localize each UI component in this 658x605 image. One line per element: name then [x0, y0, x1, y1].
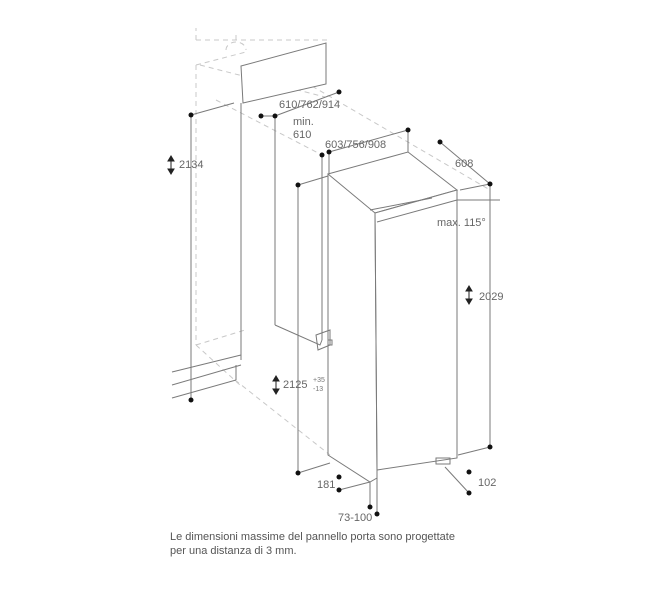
niche-height-tol-minus: -13: [313, 386, 324, 393]
total-height-label: 2134: [179, 159, 204, 171]
min-value-label: 610: [293, 129, 312, 141]
dim-dot: [188, 112, 194, 118]
dim-dot: [374, 511, 380, 517]
dim-dot: [466, 469, 472, 475]
panel-width-label: 610/762/914: [279, 99, 341, 111]
solid-lines: [171, 42, 500, 513]
dim-dot: [272, 113, 278, 119]
caption-line-1: Le dimensioni massime del pannello porta…: [170, 531, 455, 543]
depth-label: 608: [455, 158, 474, 170]
foot-height-label: 102: [478, 477, 497, 489]
dim-dot: [295, 182, 301, 188]
min-label: min.: [293, 116, 314, 128]
dim-dot: [295, 470, 301, 476]
dim-dot: [326, 149, 332, 155]
arrow-2125: [272, 375, 280, 395]
appliance-height-label: 2029: [479, 291, 504, 303]
dim-dot: [487, 181, 493, 187]
arrow-2029: [465, 285, 473, 305]
dim-dot: [437, 139, 443, 145]
dim-dot: [405, 127, 411, 133]
dimension-dots: [188, 89, 493, 517]
dim-dot: [258, 113, 264, 119]
dim-dot: [487, 444, 493, 450]
height-arrows: [167, 155, 473, 395]
dim-dot: [336, 474, 342, 480]
dim-dot: [336, 89, 342, 95]
niche-height-tol-plus: +35: [313, 377, 325, 384]
dim-dot: [466, 490, 472, 496]
plinth-offset-label: 73-100: [338, 512, 373, 524]
dim-dot: [367, 504, 373, 510]
niche-width-label: 603/756/908: [325, 139, 387, 151]
arrow-2134: [167, 155, 175, 175]
plinth-depth-label: 181: [317, 479, 336, 491]
dim-dot: [319, 152, 325, 158]
dim-dot: [336, 487, 342, 493]
caption-line-2: per una distanza di 3 mm.: [170, 545, 297, 557]
door-angle-label: max. 115°: [437, 217, 486, 229]
dim-dot: [188, 397, 194, 403]
niche-height-label: 2125: [283, 379, 308, 391]
